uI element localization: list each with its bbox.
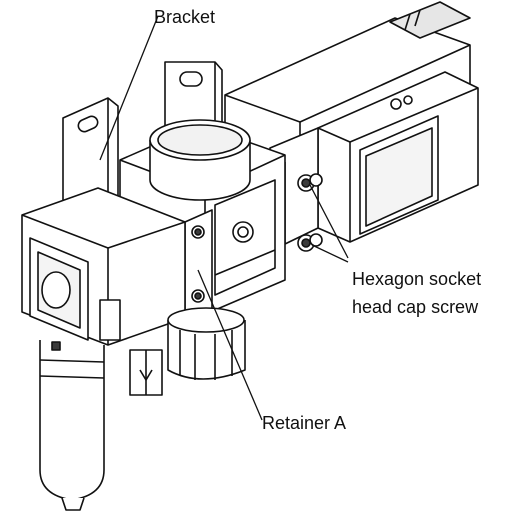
retainer-a-label: Retainer A — [262, 413, 347, 433]
bracket-label: Bracket — [154, 7, 216, 27]
screw-leader-line-upper — [309, 184, 349, 259]
hex-screw-lower — [297, 233, 323, 252]
screw-leader-line-lower — [311, 244, 349, 263]
hexagon-screw-label-line2: head cap screw — [352, 297, 479, 317]
centre-knob — [167, 307, 246, 380]
drain-fitting — [129, 349, 163, 396]
filter-bowl — [39, 340, 105, 511]
retainer-a — [184, 209, 213, 325]
bracket-leader-line — [99, 15, 159, 161]
retainer-leader-line — [197, 269, 263, 421]
display-module — [317, 71, 479, 243]
hex-screw-upper — [297, 173, 323, 192]
hexagon-screw-label-line1: Hexagon socket — [352, 269, 482, 289]
left-unit — [21, 187, 186, 346]
